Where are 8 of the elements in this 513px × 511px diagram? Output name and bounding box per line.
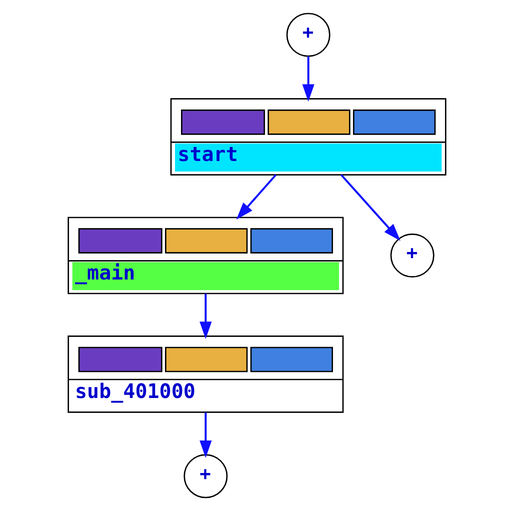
node-circle: + (183, 454, 228, 498)
node-circle: + (390, 234, 434, 278)
arrow (199, 412, 212, 458)
arrow (340, 174, 400, 241)
arrow (236, 174, 276, 220)
arrow (199, 294, 212, 339)
node-circle: + (286, 12, 330, 57)
arrow (302, 56, 314, 102)
